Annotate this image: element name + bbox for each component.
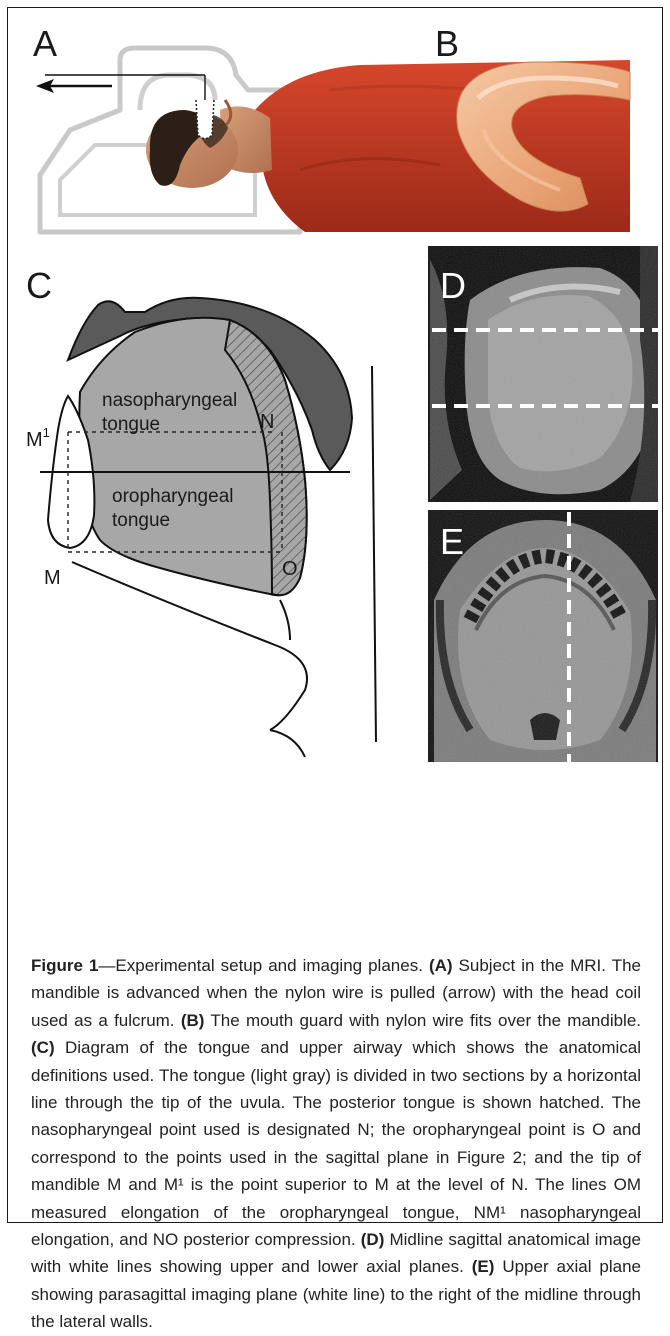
figure: A B C	[0, 0, 670, 1231]
caption-c-text: Diagram of the tongue and upper airway w…	[31, 1038, 641, 1249]
caption-lead: Figure 1	[31, 956, 98, 975]
panel-b-letter: B	[435, 23, 459, 64]
panel-c-letter: C	[26, 265, 52, 306]
caption-d-tag: (D)	[361, 1230, 385, 1249]
point-m1: M1	[26, 425, 50, 451]
label-nasopharyngeal: nasopharyngeal	[102, 390, 237, 411]
figure-panels: A B C	[0, 0, 670, 950]
mouth-guard-dotted	[196, 100, 214, 139]
panel-e-letter: E	[440, 521, 464, 562]
caption-c-tag: (C)	[31, 1038, 55, 1057]
panel-e: E	[428, 510, 658, 762]
caption-e-tag: (E)	[472, 1257, 495, 1276]
panel-d-letter: D	[440, 265, 466, 306]
caption-a-tag: (A)	[429, 956, 453, 975]
label-oro-tongue: tongue	[112, 510, 170, 531]
panel-d: D	[428, 246, 658, 502]
figure-caption: Figure 1—Experimental setup and imaging …	[31, 952, 641, 1336]
label-naso-tongue: tongue	[102, 414, 160, 435]
caption-b-text: The mouth guard with nylon wire fits ove…	[204, 1011, 641, 1030]
panel-a-letter: A	[33, 23, 57, 64]
panel-c: C nasopharyngeal tongue	[26, 265, 376, 760]
point-o: O	[282, 558, 298, 580]
label-oropharyngeal: oropharyngeal	[112, 486, 233, 507]
point-m: M	[44, 567, 61, 589]
caption-lead-text: —Experimental setup and imaging planes.	[98, 956, 429, 975]
point-n: N	[260, 411, 274, 433]
pull-arrow	[36, 79, 112, 93]
caption-b-tag: (B)	[181, 1011, 205, 1030]
